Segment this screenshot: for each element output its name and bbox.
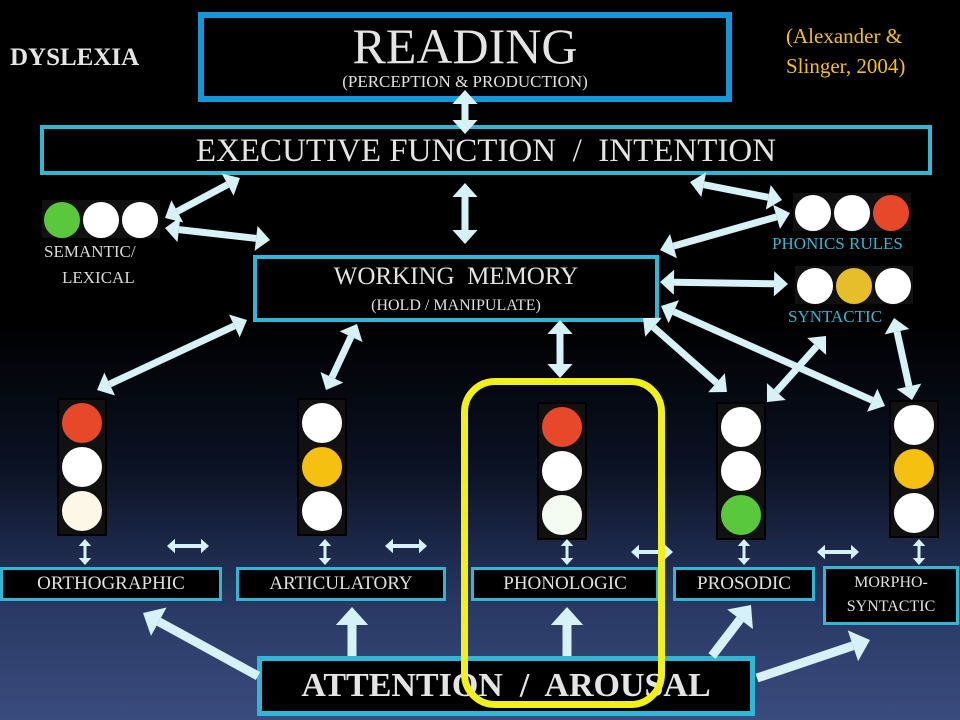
lamp-white [541, 450, 583, 492]
lamp-yellow [835, 267, 873, 305]
prosodic-small-arrow [737, 539, 751, 565]
semantic-label-line-1: SEMANTIC/ [44, 242, 136, 261]
lamp-yellow [301, 446, 343, 488]
phonologic-highlight [461, 378, 665, 708]
attention-prosodic-arrow [708, 605, 753, 659]
lamp-white [121, 201, 159, 239]
lamp-cream [61, 490, 103, 532]
syntactic-morphosyntactic-arrow [884, 318, 922, 400]
executive-function-box: EXECUTIVE FUNCTION / INTENTION [40, 125, 932, 175]
syntactic-lights [793, 264, 915, 306]
working-memory-title: WORKING MEMORY [333, 263, 579, 290]
reading-title: READING [352, 18, 578, 74]
reading-subtitle: (PERCEPTION & PRODUCTION) [342, 72, 588, 91]
prosodic-morphosyntactic-arrow [817, 544, 859, 560]
attention-morphosyntactic-arrow [755, 630, 870, 683]
semantic-executive-arrow [165, 173, 240, 223]
morphosyntactic-box: MORPHO- SYNTACTIC [823, 566, 959, 625]
working-memory-box: WORKING MEMORY (HOLD / MANIPULATE) [253, 255, 659, 322]
orthographic-small-arrow [78, 539, 92, 565]
memory-phonics-arrow [660, 204, 790, 259]
morphosyntactic-small-arrow [912, 539, 926, 565]
lamp-white [82, 201, 120, 239]
syntactic-prosodic-arrow [766, 336, 827, 402]
lamp-yellow [893, 448, 935, 490]
executive-function-label: EXECUTIVE FUNCTION / INTENTION [195, 133, 777, 169]
lamp-white [893, 404, 935, 446]
memory-phonologic-arrow [547, 320, 573, 378]
lamp-white [720, 406, 762, 448]
syntactic-label: SYNTACTIC [788, 307, 883, 326]
semantic-label-line-2: LEXICAL [62, 268, 135, 287]
lamp-green [43, 201, 81, 239]
reading-executive-arrow [452, 90, 478, 134]
lamp-white [301, 490, 343, 532]
articulatory-box: ARTICULATORY [236, 567, 446, 601]
lamp-white [874, 267, 912, 305]
phonics-rules-label: PHONICS RULES [772, 234, 903, 253]
morpho-line-1: MORPHO- [854, 574, 928, 591]
lamp-white [796, 267, 834, 305]
lamp-white [794, 194, 832, 232]
semantic-lights [40, 198, 162, 240]
lamp-green [720, 494, 762, 536]
phonologic-box: PHONOLOGIC [471, 567, 659, 601]
phonologic-small-arrow [560, 539, 574, 565]
morphosyntactic-traffic-light [889, 400, 939, 538]
articulatory-phonologic-arrow [385, 538, 427, 554]
lamp-white [720, 450, 762, 492]
prosodic-box: PROSODIC [673, 567, 815, 601]
attention-phonologic-arrow [550, 607, 584, 656]
lamp-white [61, 446, 103, 488]
memory-morphosyntactic-arrow [661, 300, 885, 412]
dyslexia-label: DYSLEXIA [10, 44, 140, 71]
memory-orthographic-arrow [97, 314, 247, 396]
lamp-white [301, 402, 343, 444]
working-memory-subtitle: (HOLD / MANIPULATE) [371, 297, 541, 314]
orthographic-articulatory-arrow [167, 538, 209, 554]
memory-articulatory-arrow [320, 324, 363, 390]
memory-syntactic-arrow [660, 269, 788, 297]
lamp-red [61, 402, 103, 444]
citation-line-2: Slinger, 2004) [786, 54, 906, 78]
citation-line-1: (Alexander & [786, 24, 903, 48]
articulatory-small-arrow [318, 539, 332, 565]
semantic-memory-arrow [165, 217, 270, 251]
phonologic-traffic-light [537, 402, 587, 540]
morpho-line-2: SYNTACTIC [846, 598, 936, 615]
lamp-red [541, 406, 583, 448]
articulatory-traffic-light [297, 398, 347, 536]
attention-orthographic-arrow [143, 607, 261, 680]
lamp-white [893, 492, 935, 534]
memory-prosodic-arrow [643, 317, 727, 393]
executive-phonics-arrow [690, 172, 782, 210]
lamp-pale-green [541, 494, 583, 536]
prosodic-traffic-light [716, 402, 766, 540]
orthographic-traffic-light [57, 398, 107, 536]
orthographic-box: ORTHOGRAPHIC [0, 567, 222, 601]
phonics-lights [791, 191, 913, 233]
lamp-red [872, 194, 910, 232]
lamp-white [833, 194, 871, 232]
attention-articulatory-arrow [335, 607, 369, 656]
executive-memory-arrow [452, 183, 478, 244]
